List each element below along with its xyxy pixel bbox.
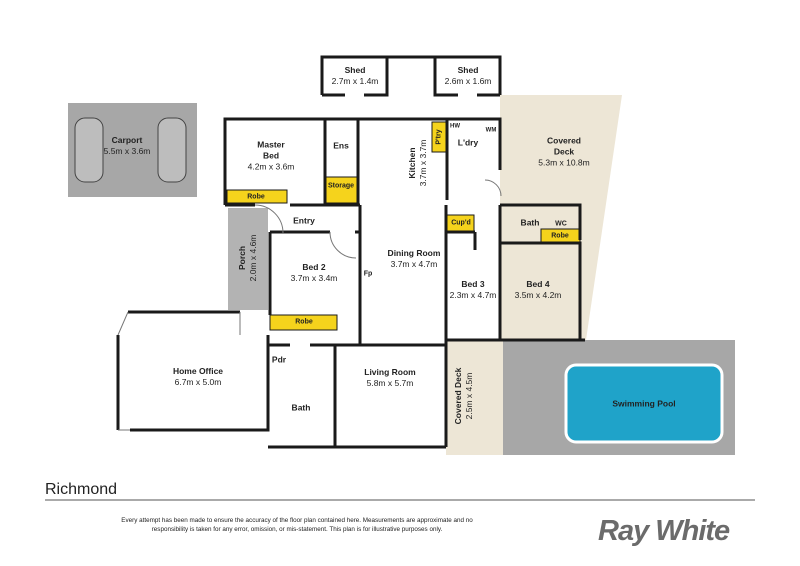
location-title: Richmond: [45, 481, 118, 498]
room-size: 2.0m x 4.6m: [248, 234, 258, 282]
room-size: 5.5m x 3.6m: [103, 146, 151, 156]
room-name: Pdr: [271, 354, 287, 365]
room-wc: WC: [555, 220, 567, 228]
washing-machine-label: WM: [485, 127, 497, 134]
room-size: 2.5m x 4.5m: [464, 372, 474, 420]
covered-deck-area: [500, 95, 622, 340]
room-name: Bed 3: [461, 279, 485, 289]
fireplace-label: Fp: [363, 270, 373, 278]
room-robe-bed4: Robe: [551, 232, 569, 240]
room-swimming-pool: Swimming Pool: [612, 399, 675, 410]
room-name: Shed: [344, 65, 366, 75]
room-name: Covered Deck: [453, 367, 463, 425]
hot-water-label: HW: [450, 123, 460, 130]
room-size: 4.2m x 3.6m: [247, 161, 295, 172]
room-name: Master: [257, 139, 285, 150]
car-icon: [74, 117, 104, 183]
room-size: 3.5m x 4.2m: [514, 290, 562, 300]
room-entry: Entry: [293, 216, 315, 227]
room-name: Ens: [333, 140, 349, 151]
room-pantry: P'try: [435, 129, 443, 145]
room-size: 3.7m x 3.4m: [290, 273, 338, 283]
room-name: Porch: [237, 245, 247, 271]
divider: [45, 499, 755, 501]
room-ensuite: Ens: [333, 141, 349, 152]
room-name: Entry: [293, 215, 315, 226]
car-icon: [157, 117, 187, 183]
room-name: Carport: [111, 135, 143, 145]
room-size: 6.7m x 5.0m: [174, 377, 222, 387]
room-name: Living Room: [364, 367, 416, 377]
robe-bed2: [269, 314, 338, 331]
room-name: Bed 4: [526, 279, 550, 289]
room-bath-east: Bath: [521, 218, 540, 229]
room-size: 5.3m x 10.8m: [538, 157, 590, 168]
room-robe-bed2: Robe: [295, 318, 313, 326]
room-name: Bath: [520, 217, 540, 228]
room-size: 2.6m x 1.6m: [444, 76, 492, 86]
room-name: Home Office: [172, 366, 224, 376]
room-robe-master: Robe: [247, 193, 265, 201]
room-name: Shed: [457, 65, 479, 75]
brand-logo: Ray White: [598, 515, 730, 548]
room-name: Dining Room: [387, 248, 441, 258]
room-name: Swimming Pool: [612, 398, 676, 409]
room-name: Deck: [553, 146, 575, 157]
room-name: Covered: [546, 135, 581, 146]
room-powder: Pdr: [272, 355, 286, 366]
room-bath-west: Bath: [292, 403, 311, 414]
room-cupboard: Cup'd: [451, 219, 471, 227]
room-storage: Storage: [327, 182, 355, 190]
room-name: L'dry: [457, 137, 479, 148]
room-name: Bed: [262, 150, 280, 161]
room-size: 2.3m x 4.7m: [449, 290, 497, 300]
brand-name: Ray White: [598, 515, 730, 547]
porch-area: [228, 208, 268, 310]
room-size: 2.7m x 1.4m: [331, 76, 379, 86]
disclaimer: Every attempt has been made to ensure th…: [121, 517, 473, 533]
room-name: Kitchen: [407, 147, 417, 179]
room-name: Bath: [291, 402, 311, 413]
covered-deck-small-area: [446, 340, 503, 455]
room-size: 3.7m x 4.7m: [390, 259, 438, 269]
swimming-pool: [564, 363, 724, 444]
robe-master: [226, 189, 288, 204]
room-size: 3.7m x 3.7m: [418, 139, 428, 187]
room-size: 5.8m x 5.7m: [366, 378, 414, 388]
room-laundry: L'dry: [458, 138, 478, 149]
room-name: Bed 2: [302, 262, 326, 272]
